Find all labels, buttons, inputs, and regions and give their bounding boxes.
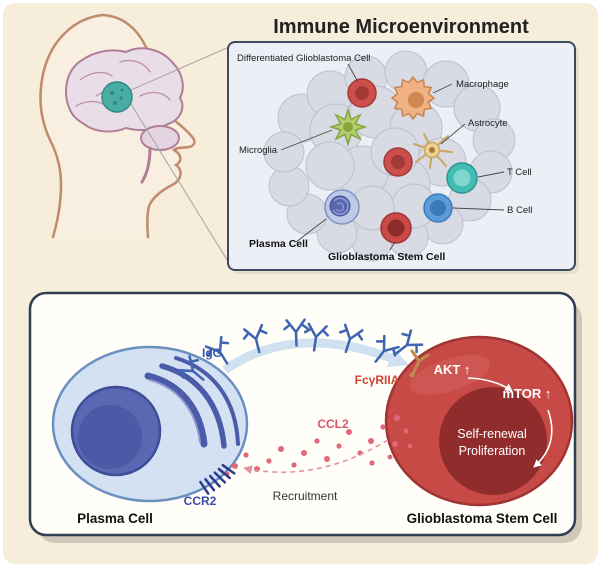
macrophage-icon xyxy=(390,75,436,121)
microglia-icon xyxy=(328,107,368,147)
plasma-cell-caption: Plasma Cell xyxy=(77,511,153,526)
fc-receptor-label: FcγRIIA xyxy=(355,373,400,387)
differentiated-gbm-label: Differentiated Glioblastoma Cell xyxy=(237,53,370,64)
gsc-icon xyxy=(380,212,412,244)
head-illustration xyxy=(39,13,230,264)
t-cell-label: T Cell xyxy=(507,167,532,178)
plasma-cell-label: Plasma Cell xyxy=(249,238,308,250)
label-pointer-lines xyxy=(280,63,505,251)
page-title: Immune Microenvironment xyxy=(273,16,529,38)
igg-label: IgG xyxy=(202,346,222,360)
astrocyte-icon xyxy=(413,133,453,169)
signal-arrow-downstream xyxy=(533,409,553,468)
macrophage-label: Macrophage xyxy=(456,79,509,90)
plasma-cell-graphic xyxy=(51,345,249,503)
b-cell-label: B Cell xyxy=(507,205,532,216)
er-structure xyxy=(144,356,240,449)
gsc-nucleus xyxy=(439,387,547,495)
proliferation-label: Proliferation xyxy=(459,444,526,458)
plasma-cell-icon xyxy=(324,189,360,225)
gsc-graphic: AKT ↑ mTOR ↑ Self-renewal Proliferation xyxy=(384,335,574,507)
microglia-label: Microglia xyxy=(239,145,278,156)
plasma-nucleus xyxy=(70,385,162,477)
ccl2-label: CCL2 xyxy=(317,417,349,431)
mtor-label: mTOR ↑ xyxy=(503,386,552,401)
ccl2-dots xyxy=(224,415,413,477)
recruitment-label: Recruitment xyxy=(273,489,338,503)
fc-receptor-icon xyxy=(409,349,430,378)
akt-label: AKT ↑ xyxy=(434,362,471,377)
recruitment-arrow xyxy=(243,439,389,475)
gsc-caption: Glioblastoma Stem Cell xyxy=(407,511,558,526)
astrocyte-label: Astrocyte xyxy=(468,118,508,129)
zoom-lines xyxy=(130,46,230,264)
differentiated-gbm-cell-icon xyxy=(347,78,377,108)
gsc-label: Glioblastoma Stem Cell xyxy=(328,251,445,263)
ccr2-label: CCR2 xyxy=(184,494,217,508)
ccr2-receptor-icon xyxy=(199,463,236,495)
signal-arrow-akt-mtor xyxy=(467,377,513,392)
secretion-arrow xyxy=(222,338,410,374)
red-cell-icon xyxy=(383,147,413,177)
t-cell-icon xyxy=(446,162,478,194)
self-renewal-label: Self-renewal xyxy=(457,427,526,441)
tumor-icon xyxy=(101,81,133,113)
b-cell-icon xyxy=(423,193,453,223)
